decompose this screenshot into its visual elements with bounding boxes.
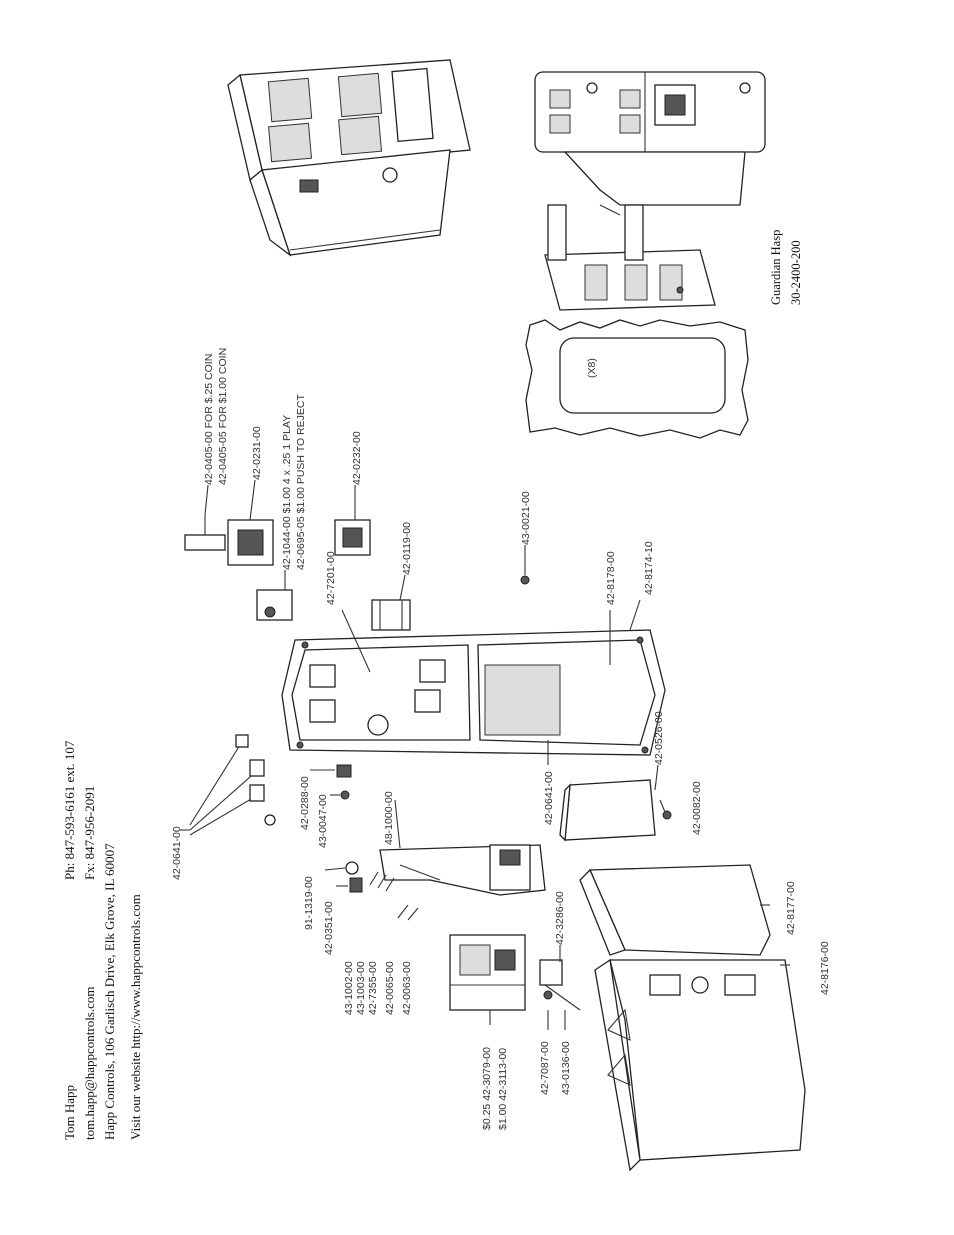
door-frame-illustration	[281, 629, 666, 756]
label-8177: 42-8177-00	[785, 881, 797, 935]
bracket-small	[371, 599, 411, 631]
label-0082: 42-0082-00	[691, 781, 703, 835]
switch-bracket-part	[539, 959, 581, 1011]
part-0082-shape	[662, 810, 672, 820]
contact-website: Visit our website http://www.happcontrol…	[128, 894, 143, 1140]
label-7355: 42-7355-00	[367, 961, 379, 1015]
label-7201: 42-7201-00	[325, 551, 337, 605]
label-0641-lock: 42-0641-00	[543, 771, 555, 825]
label-1003: 43-1003-00	[355, 961, 367, 1015]
label-3079: $0.25 42-3079-00	[481, 1047, 493, 1130]
contact-email: tom.happ@happcontrols.com	[82, 987, 97, 1141]
label-0232: 42-0232-00	[351, 431, 363, 485]
contact-block: Tom Happ Ph: 847-593-6161 ext. 107 tom.h…	[62, 740, 143, 1140]
label-0021: 43-0021-00	[520, 491, 532, 545]
label-0047: 43-0047-00	[317, 794, 329, 848]
cabinet-wall-cutout: (X8)	[525, 319, 749, 439]
hasp-part-number: 30-2400-200	[789, 240, 803, 305]
contact-name: Tom Happ	[62, 1085, 77, 1140]
label-7087: 42-7087-00	[539, 1041, 551, 1095]
contact-address: Happ Controls, 106 Garlisch Drive, Elk G…	[102, 843, 117, 1140]
cashbox-inner	[579, 864, 771, 956]
label-0136: 43-0136-00	[560, 1041, 572, 1095]
label-0641-key: 42-0641-00	[171, 826, 183, 880]
label-0231: 42-0231-00	[251, 426, 263, 480]
coin-mech-small	[256, 589, 293, 621]
label-1000: 48-1000-00	[383, 791, 395, 845]
label-3113: $1.00 42-3113-00	[497, 1048, 509, 1130]
coin-mechanism-part	[449, 934, 526, 1011]
hasp-title: Guardian Hasp	[769, 230, 783, 305]
assembled-door-illustration	[227, 59, 471, 257]
reject-label-part	[184, 534, 226, 551]
coin-entry-part	[227, 519, 274, 566]
hasp-caption: Guardian Hasp 30-2400-200	[769, 230, 803, 305]
label-0695: 42-0695-05 $1.00 PUSH TO REJECT	[295, 394, 307, 570]
cashbox-lid	[559, 779, 656, 842]
label-8176: 42-8176-00	[819, 941, 831, 995]
hasp-plate-illustration	[544, 204, 716, 311]
part-1319-shape	[345, 861, 359, 875]
coin-insert-part-2	[334, 519, 371, 556]
coin-mech-bracket	[379, 844, 546, 896]
label-0063: 42-0063-00	[401, 961, 413, 1015]
label-8178: 42-8178-00	[605, 551, 617, 605]
part-0047-shape	[340, 790, 350, 800]
hasp-x8-note: (X8)	[586, 358, 598, 378]
label-1044: 42-1044-00 $1.00 4 x .25 1 PLAY	[281, 415, 293, 570]
label-0405-00: 42-0405-00 FOR $.25 COIN	[203, 354, 215, 485]
screw-0021	[520, 575, 530, 585]
screws-group	[369, 871, 419, 921]
coin-return-tag	[184, 515, 226, 551]
label-0351: 42-0351-00	[323, 901, 335, 955]
label-1002: 43-1002-00	[343, 961, 355, 1015]
label-8174: 42-8174-10	[643, 541, 655, 595]
part-0351-shape	[349, 877, 363, 893]
cashbox-outer	[594, 958, 806, 1172]
contact-phone: Ph: 847-593-6161 ext. 107	[62, 740, 77, 880]
contact-fax: Fx: 847-956-2091	[82, 786, 97, 880]
leader-lines	[180, 479, 790, 1030]
label-0405-05: 42-0405-05 FOR $1.00 COIN	[217, 348, 229, 485]
label-1319: 91-1319-00	[303, 876, 315, 930]
label-0119: 42-0119-00	[401, 522, 413, 575]
label-0526: 42-0526-00	[653, 711, 665, 765]
label-0065: 42-0065-00	[384, 961, 396, 1015]
label-0288: 42-0288-00	[299, 776, 311, 830]
key-lock-parts	[189, 734, 276, 836]
part-0288-shape	[336, 764, 352, 778]
part-labels: 42-0405-00 FOR $.25 COIN 42-0405-05 FOR …	[171, 348, 831, 1130]
label-3286: 42-3286-00	[554, 891, 566, 945]
door-front-illustration	[534, 71, 766, 216]
